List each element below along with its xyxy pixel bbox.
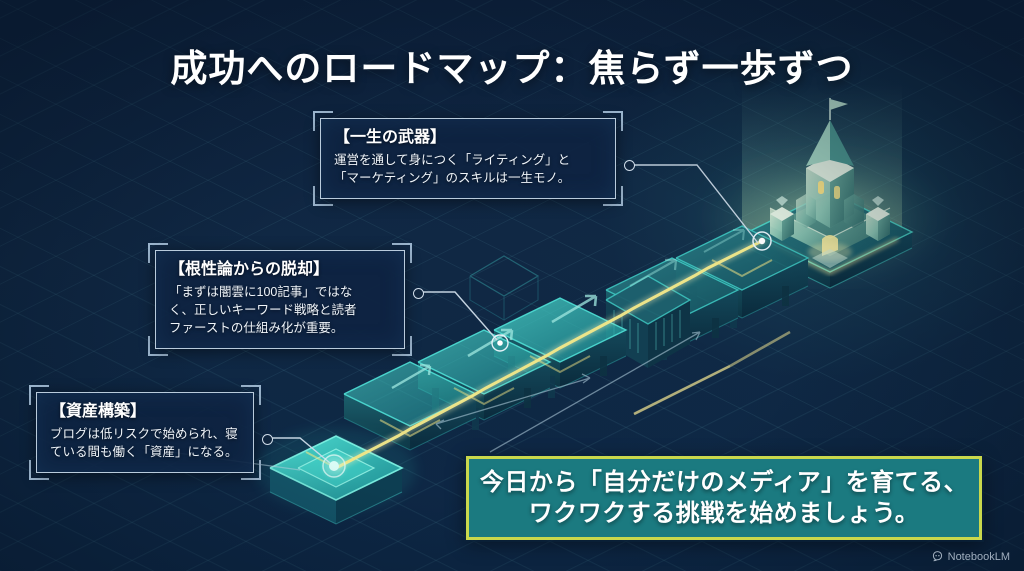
callout-panel: 【資産構築】 ブログは低リスクで始められ、寝 ている間も働く「資産」になる。 xyxy=(36,392,254,474)
connector-node-dot xyxy=(262,434,273,445)
callout-body-line: ている間も働く「資産」になる。 xyxy=(50,445,238,460)
callout-title: 【資産構築】 xyxy=(50,403,147,420)
cta-line-2: ワクワクする挑戦を始めましょう。 xyxy=(528,500,920,527)
connector-node-dot xyxy=(413,288,424,299)
callout-title: 【一生の武器】 xyxy=(334,129,447,146)
connector-node-dot xyxy=(624,160,635,171)
callout-body-line: 「マーケティング」のスキルは一生モノ。 xyxy=(334,171,571,186)
callout-title: 【根性論からの脱却】 xyxy=(169,261,330,278)
cta-banner[interactable]: 今日から「自分だけのメディア」を育てる、 ワクワクする挑戦を始めましょう。 xyxy=(466,456,982,540)
notebooklm-icon xyxy=(932,551,942,562)
callout-asset-building[interactable]: 【資産構築】 ブログは低リスクで始められ、寝 ている間も働く「資産」になる。 xyxy=(29,385,273,481)
callout-beyond-grit[interactable]: 【根性論からの脱却】 「まずは闇雲に100記事」ではな く、正しいキーワード戦略… xyxy=(148,243,424,357)
callout-body-line: 「まずは闇雲に100記事」ではな xyxy=(169,285,353,299)
callout-body-line: く、正しいキーワード戦略と読者 xyxy=(169,303,357,318)
callout-panel: 【一生の武器】 運営を通して身につく「ライティング」と 「マーケティング」のスキ… xyxy=(320,118,616,200)
watermark: NotebookLM xyxy=(931,550,1010,563)
page-title: 成功へのロードマップ：焦らず一歩ずつ xyxy=(170,48,854,89)
callout-lifelong-weapon[interactable]: 【一生の武器】 運営を通して身につく「ライティング」と 「マーケティング」のスキ… xyxy=(313,111,635,207)
background-structures xyxy=(469,255,540,321)
watermark-label: NotebookLM xyxy=(947,550,1010,563)
callout-body-line: ブログは低リスクで始められ、寝 xyxy=(50,427,238,441)
callout-body-line: 運営を通して身につく「ライティング」と xyxy=(334,153,571,167)
cta-line-1: 今日から「自分だけのメディア」を育てる、 xyxy=(479,468,969,496)
callout-body-line: ファーストの仕組み化が重要。 xyxy=(169,321,344,336)
callout-panel: 【根性論からの脱却】 「まずは闇雲に100記事」ではな く、正しいキーワード戦略… xyxy=(155,250,405,350)
